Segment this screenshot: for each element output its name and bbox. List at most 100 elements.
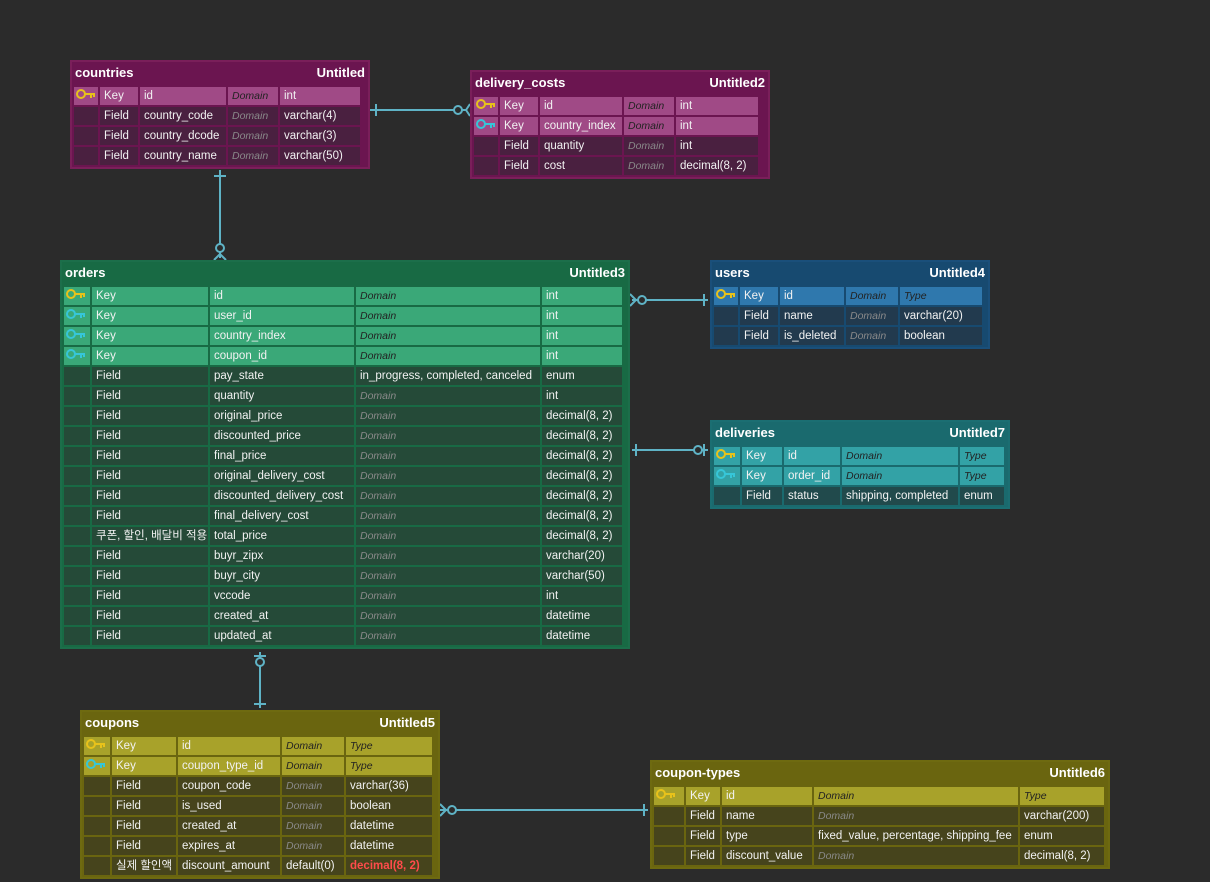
column-role: Field — [100, 147, 138, 165]
column-domain: Domain — [842, 467, 958, 485]
column-role: Key — [740, 287, 778, 305]
column-role: Field — [100, 127, 138, 145]
blank-icon-cell — [474, 137, 498, 155]
crow-foot — [629, 299, 637, 307]
entity-alias: Untitled — [316, 65, 365, 80]
column-type: Type — [960, 467, 1004, 485]
column-domain: Domain — [356, 487, 540, 505]
column-name: country_index — [210, 327, 354, 345]
column-name: total_price — [210, 527, 354, 545]
column-domain: default(0) — [282, 857, 344, 875]
column-name: type — [722, 827, 812, 845]
column-role: Field — [92, 427, 208, 445]
column-domain: Domain — [356, 607, 540, 625]
column-role: Field — [112, 817, 176, 835]
column-role: Field — [112, 797, 176, 815]
primary-key-icon — [714, 287, 738, 305]
column-domain: Domain — [356, 627, 540, 645]
column-type: decimal(8, 2) — [542, 447, 622, 465]
entity-header[interactable]: countries Untitled — [72, 62, 368, 86]
column-role: Field — [92, 507, 208, 525]
crow-foot — [465, 103, 471, 111]
column-domain: Domain — [624, 157, 674, 175]
column-domain: Domain — [842, 447, 958, 465]
column-name: pay_state — [210, 367, 354, 385]
column-domain: Domain — [846, 287, 898, 305]
column-name: discount_value — [722, 847, 812, 865]
crow-foot — [213, 253, 221, 261]
column-type: enum — [1020, 827, 1104, 845]
column-domain: Domain — [814, 787, 1018, 805]
column-type: int — [676, 97, 758, 115]
column-name: is_used — [178, 797, 280, 815]
column-role: 쿠폰, 할인, 배달비 적용 — [92, 527, 208, 545]
column-domain: Domain — [356, 387, 540, 405]
blank-icon-cell — [64, 607, 90, 625]
foreign-key-icon — [714, 467, 740, 485]
entity-name: countries — [75, 65, 134, 80]
column-name: id — [540, 97, 622, 115]
column-name: discount_amount — [178, 857, 280, 875]
column-domain: Domain — [846, 307, 898, 325]
blank-icon-cell — [474, 157, 498, 175]
column-name: updated_at — [210, 627, 354, 645]
